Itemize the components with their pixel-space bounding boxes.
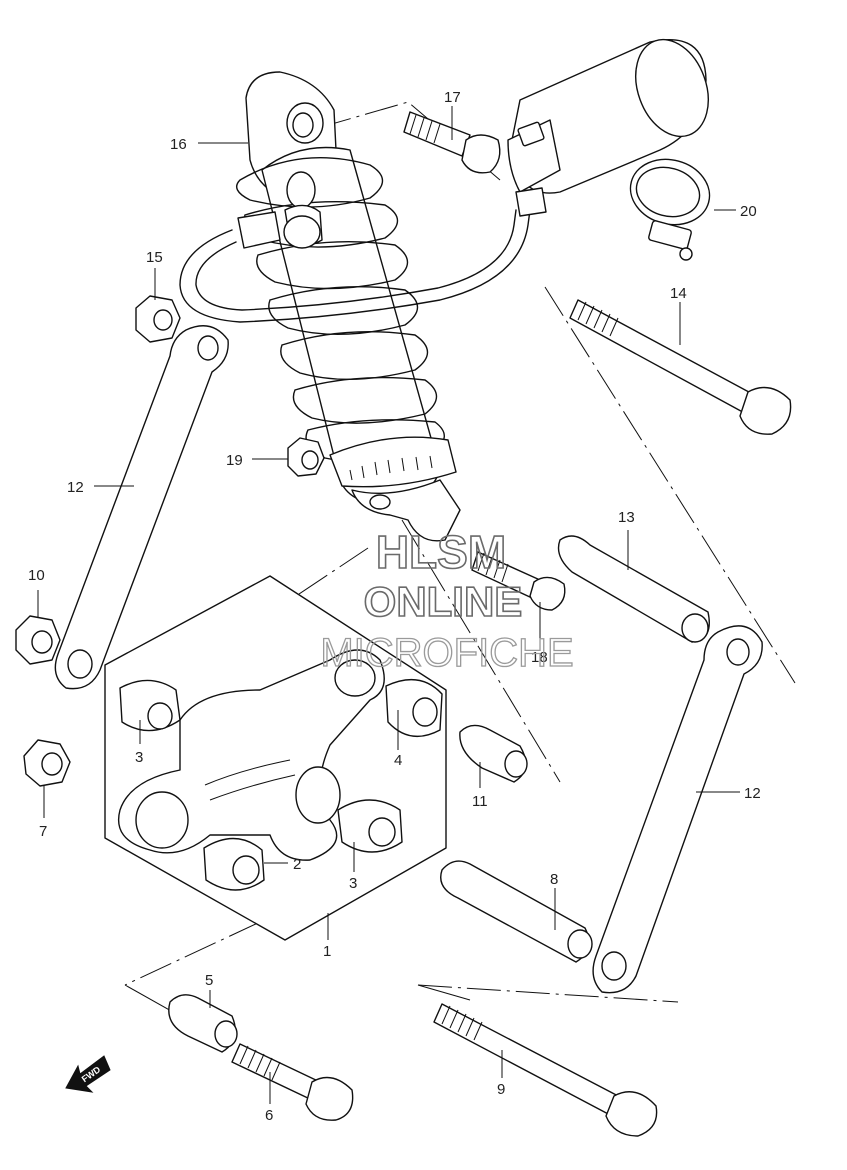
part-label-5: 5 bbox=[205, 972, 213, 989]
rear-shock-absorber bbox=[179, 71, 531, 542]
part-label-14: 14 bbox=[670, 285, 687, 302]
part-label-18: 18 bbox=[531, 649, 548, 666]
nut-15 bbox=[135, 295, 181, 343]
forward-direction-arrow-icon: FWD bbox=[65, 1055, 111, 1093]
part-label-1: 1 bbox=[323, 943, 331, 960]
nut-10 bbox=[15, 615, 61, 665]
part-label-7: 7 bbox=[39, 823, 47, 840]
nut-19 bbox=[287, 437, 325, 477]
part-label-6: 6 bbox=[265, 1107, 273, 1124]
watermark-line-2: ONLINE bbox=[364, 578, 523, 625]
part-label-9: 9 bbox=[497, 1081, 505, 1098]
sleeve-5 bbox=[168, 994, 238, 1053]
sleeve-11 bbox=[459, 724, 528, 783]
bolt-17 bbox=[403, 111, 501, 174]
watermark: HLSM ONLINE MICROFICHE bbox=[320, 525, 575, 675]
tie-rod-12-left bbox=[54, 325, 229, 690]
part-label-12-right: 12 bbox=[744, 785, 761, 802]
bolt-9 bbox=[433, 1003, 658, 1137]
tie-rod-12-right bbox=[592, 625, 763, 994]
part-label-13: 13 bbox=[618, 509, 635, 526]
cushion-lever-assembly bbox=[104, 575, 447, 941]
nut-7 bbox=[23, 739, 71, 787]
sleeve-13 bbox=[557, 535, 710, 643]
part-label-12-left: 12 bbox=[67, 479, 84, 496]
part-label-15: 15 bbox=[146, 249, 163, 266]
part-label-10: 10 bbox=[28, 567, 45, 584]
part-label-2: 2 bbox=[293, 856, 301, 873]
part-label-8: 8 bbox=[550, 871, 558, 888]
part-label-17: 17 bbox=[444, 89, 461, 106]
part-label-3-upper: 3 bbox=[135, 749, 143, 766]
bolt-14 bbox=[569, 299, 792, 435]
watermark-line-1: HLSM bbox=[376, 526, 506, 578]
watermark-line-3: MICROFICHE bbox=[320, 631, 573, 675]
part-label-16: 16 bbox=[170, 136, 187, 153]
part-label-11: 11 bbox=[472, 793, 488, 810]
part-label-19: 19 bbox=[226, 452, 243, 469]
hose-clamp bbox=[629, 158, 711, 261]
part-label-20: 20 bbox=[740, 203, 757, 220]
sleeve-8 bbox=[440, 860, 593, 963]
bolt-6 bbox=[231, 1043, 354, 1121]
remote-reservoir bbox=[507, 38, 709, 217]
leader-lines bbox=[37, 106, 740, 1104]
part-number-labels: 16 17 20 14 15 19 12 10 13 18 3 4 7 11 1… bbox=[28, 89, 761, 1124]
bolt-18 bbox=[471, 551, 566, 611]
part-label-4: 4 bbox=[394, 752, 402, 769]
part-label-3-lower: 3 bbox=[349, 875, 357, 892]
